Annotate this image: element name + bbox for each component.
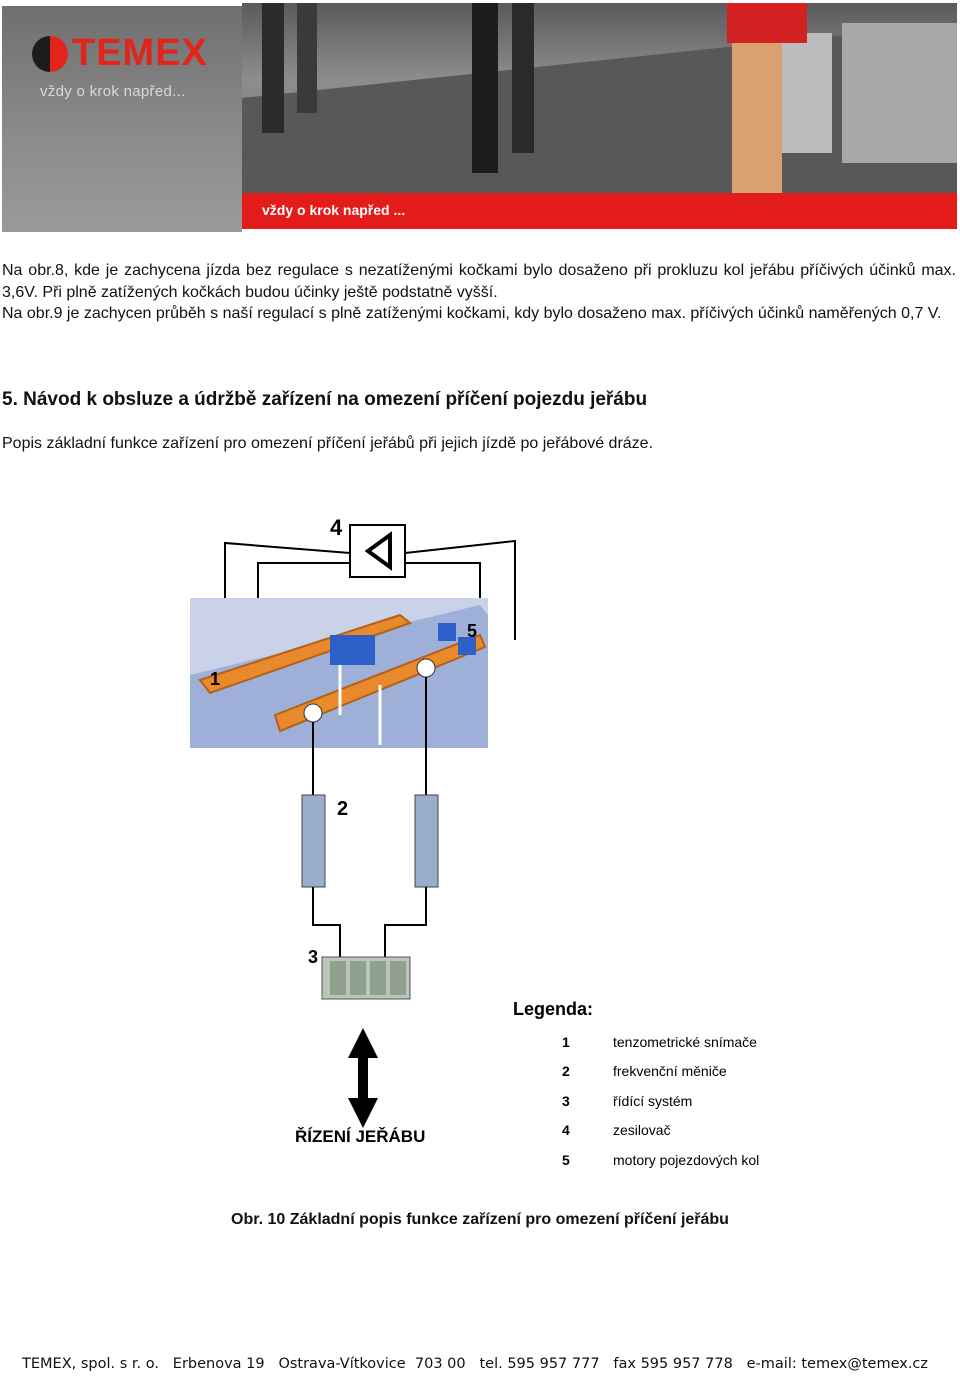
amplifier-box bbox=[349, 524, 406, 578]
legend-num-1: 1 bbox=[562, 1034, 570, 1050]
arrow-label: ŘÍZENÍ JEŘÁBU bbox=[295, 1127, 425, 1146]
logo-panel: TEMEX vždy o krok napřed... bbox=[2, 6, 242, 232]
double-arrow-icon bbox=[348, 1028, 378, 1128]
figure-caption: Obr. 10 Základní popis funkce zařízení p… bbox=[231, 1211, 729, 1228]
amplifier-triangle-icon bbox=[364, 531, 392, 571]
header-photo bbox=[242, 3, 957, 193]
frequency-converter-right bbox=[414, 794, 439, 888]
label-2: 2 bbox=[337, 798, 348, 820]
legend-label-3: řídící systém bbox=[613, 1093, 692, 1109]
label-3: 3 bbox=[308, 947, 318, 967]
legend-label-1: tenzometrické snímače bbox=[613, 1034, 757, 1050]
brand-slogan: vždy o krok napřed... bbox=[40, 83, 186, 100]
label-5: 5 bbox=[467, 621, 477, 641]
legend-label-2: frekvenční měniče bbox=[613, 1063, 727, 1079]
temex-logo-icon bbox=[32, 36, 68, 72]
legend-label-4: zesilovač bbox=[613, 1122, 671, 1138]
legend-num-5: 5 bbox=[562, 1152, 570, 1168]
frequency-converter-left bbox=[301, 794, 326, 888]
paragraph-description: Popis základní funkce zařízení pro omeze… bbox=[2, 435, 654, 452]
label-4: 4 bbox=[330, 515, 343, 540]
legend-title: Legenda: bbox=[513, 999, 593, 1019]
legend-label-5: motory pojezdových kol bbox=[613, 1152, 759, 1168]
paragraph-obr9: Na obr.9 je zachycen průběh s naší regul… bbox=[2, 305, 942, 322]
strip-slogan: vždy o krok napřed ... bbox=[262, 202, 406, 218]
legend-num-2: 2 bbox=[562, 1063, 570, 1079]
crane-diagram: 4 1 5 2 3 bbox=[180, 505, 780, 1175]
brand-name: TEMEX bbox=[72, 32, 208, 74]
page-footer: TEMEX, spol. s r. o. Erbenova 19 Ostrava… bbox=[22, 1356, 929, 1372]
legend-num-4: 4 bbox=[562, 1122, 570, 1138]
label-1: 1 bbox=[210, 669, 220, 689]
header-red-strip: vždy o krok napřed ... bbox=[242, 193, 957, 229]
legend-num-3: 3 bbox=[562, 1093, 570, 1109]
paragraph-obr8: Na obr.8, kde je zachycena jízda bez reg… bbox=[2, 262, 956, 301]
section-heading: 5. Návod k obsluze a údržbě zařízení na … bbox=[2, 389, 648, 410]
